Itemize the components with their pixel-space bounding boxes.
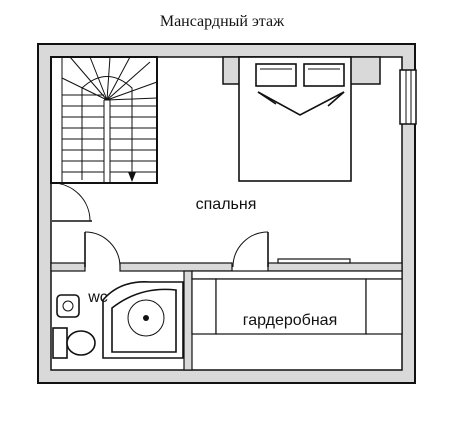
bathtub — [102, 281, 184, 359]
room-label-bedroom: спальня — [196, 196, 257, 213]
stair-door — [51, 182, 92, 222]
wc-door — [84, 231, 121, 268]
wall-rail — [277, 258, 351, 264]
sink — [56, 294, 80, 318]
wardrobe-door — [232, 231, 269, 268]
wardrobe-shelving — [191, 270, 403, 335]
toilet — [52, 327, 96, 359]
staircase — [50, 56, 158, 184]
room-label-wardrobe: гардеробная — [243, 312, 338, 329]
room-label-wc: wc — [87, 289, 108, 306]
bed — [222, 56, 381, 182]
plan-title: Мансардный этаж — [160, 13, 285, 30]
window — [399, 69, 417, 125]
